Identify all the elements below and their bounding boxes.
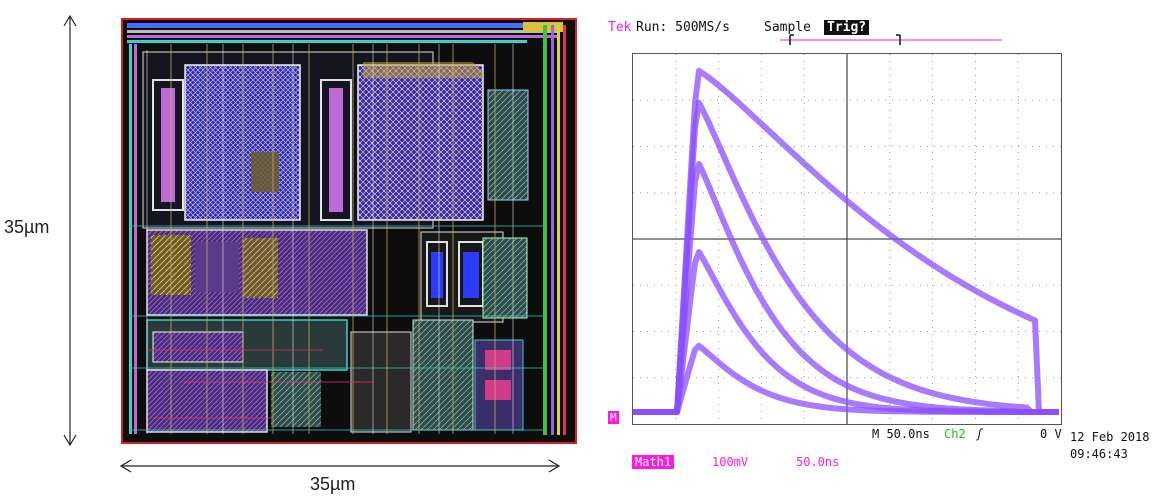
record-position-bar [780,34,1002,45]
scope-run-status: Run: 500MS/s [636,20,730,35]
trigger-status-badge: Trig? [824,20,870,35]
width-arrow [119,459,561,473]
waveform-traces [633,67,1059,415]
oscilloscope-screen [632,53,1062,425]
ground-marker: M [608,411,619,424]
waveform-plot [633,54,1061,424]
chip-layout-drawing [123,20,575,442]
trigger-slope-icon: ʃ [976,427,984,441]
scope-status-bar: Tek Run: 500MS/s Sample Trig? [608,18,1008,40]
height-dimension-label: 35µm [4,217,50,237]
waveform-trace [633,67,1059,415]
scope-date: 12 Feb 2018 [1070,430,1150,444]
scope-brand: Tek [608,20,632,35]
chip-layout-image [121,18,577,444]
math-channel-badge: Math1 [632,455,675,469]
math-scale: 100mV [712,455,749,469]
trigger-channel: Ch2 [944,427,966,441]
math-time: 50.0ns [796,455,840,469]
waveform-trace [633,99,1059,415]
width-dimension-label: 35µm [310,474,356,494]
waveform-trace [633,342,1059,415]
height-arrow [63,14,77,447]
scope-acquire-mode: Sample [764,20,811,35]
scope-time: 09:46:43 [1070,447,1128,461]
timebase-readout: M 50.0ns [872,427,930,441]
trigger-level: 0 V [1040,427,1062,441]
